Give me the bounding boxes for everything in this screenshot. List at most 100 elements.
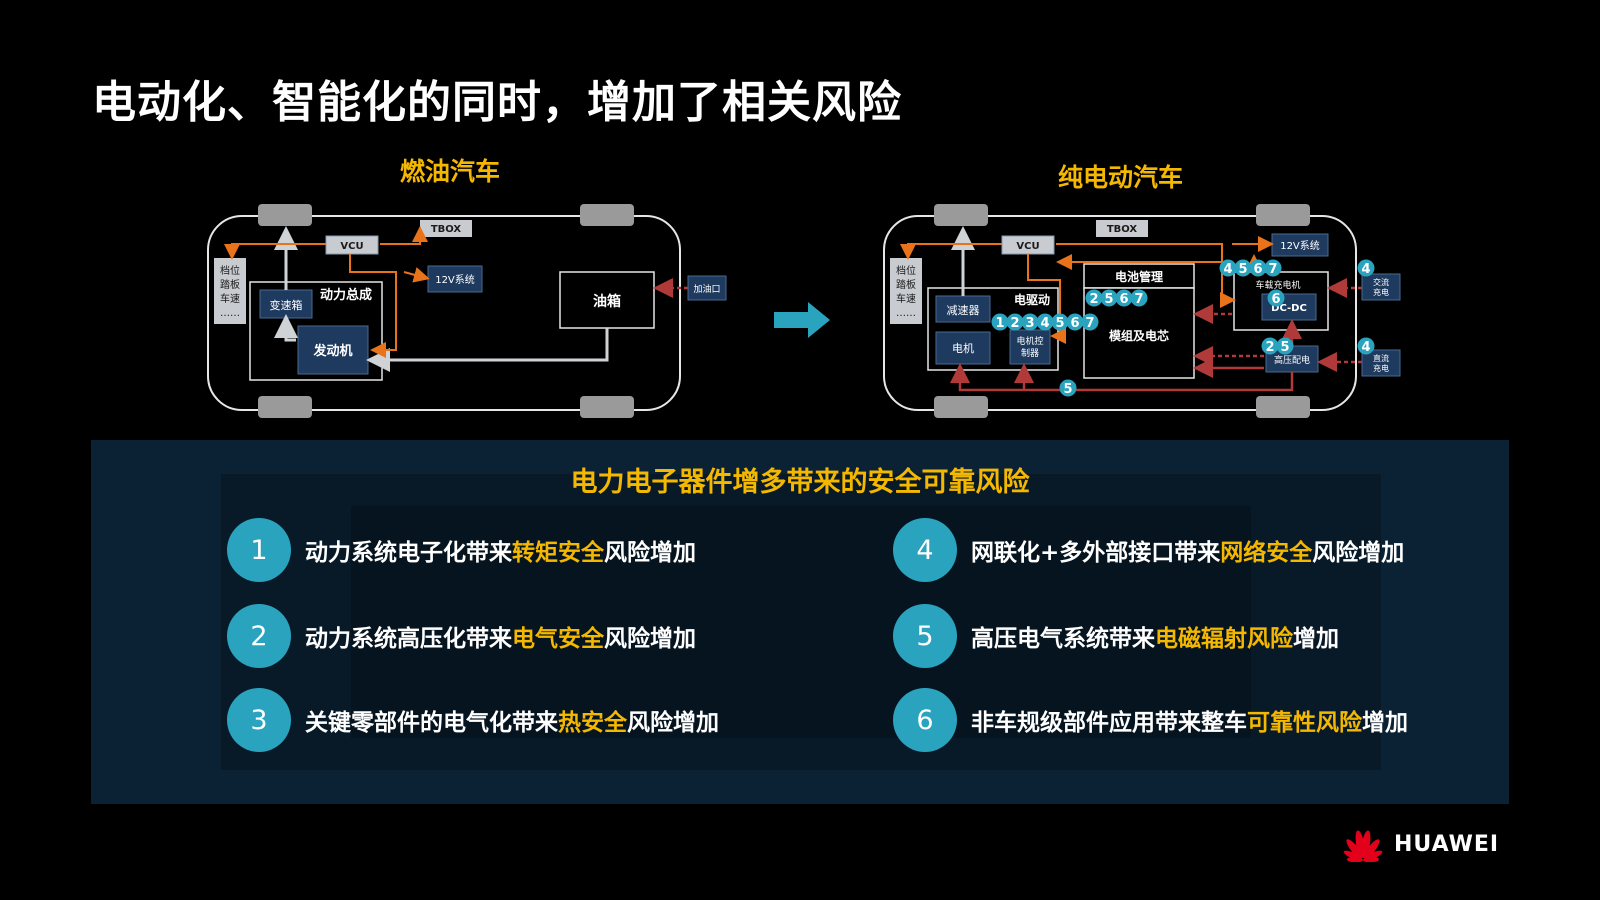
- svg-text:直流: 直流: [1373, 353, 1389, 363]
- bms-box: [1083, 263, 1195, 289]
- wheel: [934, 204, 988, 226]
- risk-marker-mcu: [1051, 313, 1069, 331]
- risk-marker-ac: [1357, 259, 1375, 277]
- risk-item-4: 4 网联化+多外部接口带来网络安全风险增加: [893, 518, 1404, 582]
- svg-text:变速箱: 变速箱: [270, 298, 303, 312]
- svg-text:加油口: 加油口: [693, 283, 720, 295]
- svg-text:制器: 制器: [1021, 347, 1039, 359]
- risk-marker-label: 4: [1223, 262, 1232, 277]
- svg-text:VCU: VCU: [340, 241, 363, 252]
- svg-text:模组及电芯: 模组及电芯: [1109, 328, 1169, 343]
- risk-marker-bms: [1115, 289, 1133, 307]
- motor-box: [935, 331, 991, 365]
- risk-marker-bms: [1130, 289, 1148, 307]
- svg-text:车速: 车速: [220, 292, 240, 305]
- risk-marker-dc: [1357, 337, 1375, 355]
- risk-marker-label: 5: [1238, 262, 1247, 277]
- risk-item-3: 3 关键零部件的电气化带来热安全风险增加: [227, 688, 719, 752]
- svg-text:减速器: 减速器: [947, 304, 980, 317]
- svg-text:档位: 档位: [220, 264, 240, 277]
- motor-controller-box: [1009, 329, 1051, 365]
- risk-marker-label: 6: [1271, 292, 1280, 307]
- transition-arrow: [774, 302, 830, 338]
- risk-marker-label: 6: [1119, 292, 1128, 307]
- risk-text: 动力系统电子化带来转矩安全风险增加: [305, 540, 696, 566]
- risk-marker-bms: [1100, 289, 1118, 307]
- risk-marker-label: 5: [1104, 292, 1113, 307]
- risk-item-1: 1 动力系统电子化带来转矩安全风险增加: [227, 518, 696, 582]
- svg-text:交流: 交流: [1373, 277, 1389, 287]
- huawei-logo: HUAWEI: [1340, 826, 1499, 862]
- risk-text: 关键零部件的电气化带来热安全风险增加: [305, 710, 719, 736]
- wheel: [934, 396, 988, 418]
- risk-marker-bms: [1085, 289, 1103, 307]
- fuel-car-label: 燃油汽车: [400, 157, 501, 186]
- risk-marker-label: 7: [1268, 262, 1277, 277]
- fuel-port-box: [687, 275, 727, 301]
- ev-car-diagram: 档位 踏板 车速 …… VCU TBOX 12V系统 电驱动 减速器 电机 电机…: [883, 204, 1401, 418]
- risk-item-2: 2 动力系统高压化带来电气安全风险增加: [227, 604, 696, 668]
- engine-box: [297, 325, 369, 375]
- svg-text:12V系统: 12V系统: [1280, 239, 1320, 252]
- svg-text:12V系统: 12V系统: [435, 273, 475, 286]
- svg-text:发动机: 发动机: [312, 343, 352, 359]
- svg-text:TBOX: TBOX: [431, 224, 462, 235]
- ac-charge-box: [1361, 273, 1401, 301]
- risk-marker-mcu: [991, 313, 1009, 331]
- ev-car-label: 纯电动汽车: [1058, 163, 1184, 192]
- svg-text:踏板: 踏板: [220, 278, 240, 291]
- svg-text:车载充电机: 车载充电机: [1255, 279, 1300, 291]
- svg-text:踏板: 踏板: [896, 278, 916, 291]
- dc-charge-box: [1361, 349, 1401, 377]
- risk-marker-obc: [1219, 259, 1237, 277]
- risk-marker-bottom: [1059, 379, 1077, 397]
- fuel-12v-box: [427, 265, 483, 293]
- fuel-car-body: [207, 215, 681, 411]
- ev-car-body: [883, 215, 1357, 411]
- risk-marker-label: 7: [1085, 316, 1094, 331]
- risk-text: 网联化+多外部接口带来网络安全风险增加: [971, 540, 1405, 566]
- risk-marker-obc: [1234, 259, 1252, 277]
- risk-marker-mcu: [1036, 313, 1054, 331]
- wheel: [580, 396, 634, 418]
- risk-panel: 电力电子器件增多带来的安全可靠风险 1 动力系统电子化带来转矩安全风险增加 2 …: [91, 440, 1509, 804]
- fuel-car-diagram: 档位 踏板 车速 …… VCU TBOX 12V系统 动力总成 变速箱 发动机 …: [207, 204, 727, 418]
- svg-text:DC-DC: DC-DC: [1271, 303, 1307, 314]
- wheel: [1256, 396, 1310, 418]
- fuel-tbox-box: [420, 220, 472, 237]
- svg-text:……: ……: [220, 308, 240, 319]
- svg-text:VCU: VCU: [1016, 241, 1039, 252]
- risk-marker-hv: [1261, 337, 1279, 355]
- brand-wordmark: HUAWEI: [1394, 831, 1500, 857]
- gearbox-box: [259, 289, 313, 319]
- svg-text:TBOX: TBOX: [1107, 224, 1138, 235]
- risk-marker-label: 2: [1265, 340, 1274, 355]
- risk-marker-label: 5: [1063, 382, 1072, 397]
- svg-text:档位: 档位: [896, 264, 916, 277]
- svg-text:动力总成: 动力总成: [320, 287, 372, 303]
- svg-text:电机: 电机: [952, 341, 974, 355]
- wheel: [258, 396, 312, 418]
- risk-number-badge: 4: [893, 518, 957, 582]
- risk-text: 动力系统高压化带来电气安全风险增加: [305, 626, 696, 652]
- risk-marker-label: 7: [1134, 292, 1143, 307]
- risk-marker-mcu: [1021, 313, 1039, 331]
- risk-text: 非车规级部件应用带来整车可靠性风险增加: [971, 710, 1408, 736]
- car-diagrams: 档位 踏板 车速 …… VCU TBOX 12V系统 动力总成 变速箱 发动机 …: [207, 204, 1401, 418]
- risk-marker-mcu: [1081, 313, 1099, 331]
- risk-marker-label: 4: [1361, 340, 1370, 355]
- wheel: [580, 204, 634, 226]
- risk-panel-title: 电力电子器件增多带来的安全可靠风险: [570, 467, 1030, 498]
- risk-marker-label: 6: [1070, 316, 1079, 331]
- risk-marker-label: 2: [1010, 316, 1019, 331]
- reducer-box: [935, 295, 991, 323]
- svg-text:电机控: 电机控: [1016, 335, 1043, 347]
- risk-marker-label: 5: [1055, 316, 1064, 331]
- svg-text:充电: 充电: [1373, 287, 1389, 297]
- risk-marker-dcdc: [1267, 289, 1285, 307]
- svg-text:油箱: 油箱: [593, 293, 621, 310]
- risk-marker-hv: [1276, 337, 1294, 355]
- risk-marker-label: 3: [1025, 316, 1034, 331]
- huawei-flower-icon: [1343, 830, 1383, 862]
